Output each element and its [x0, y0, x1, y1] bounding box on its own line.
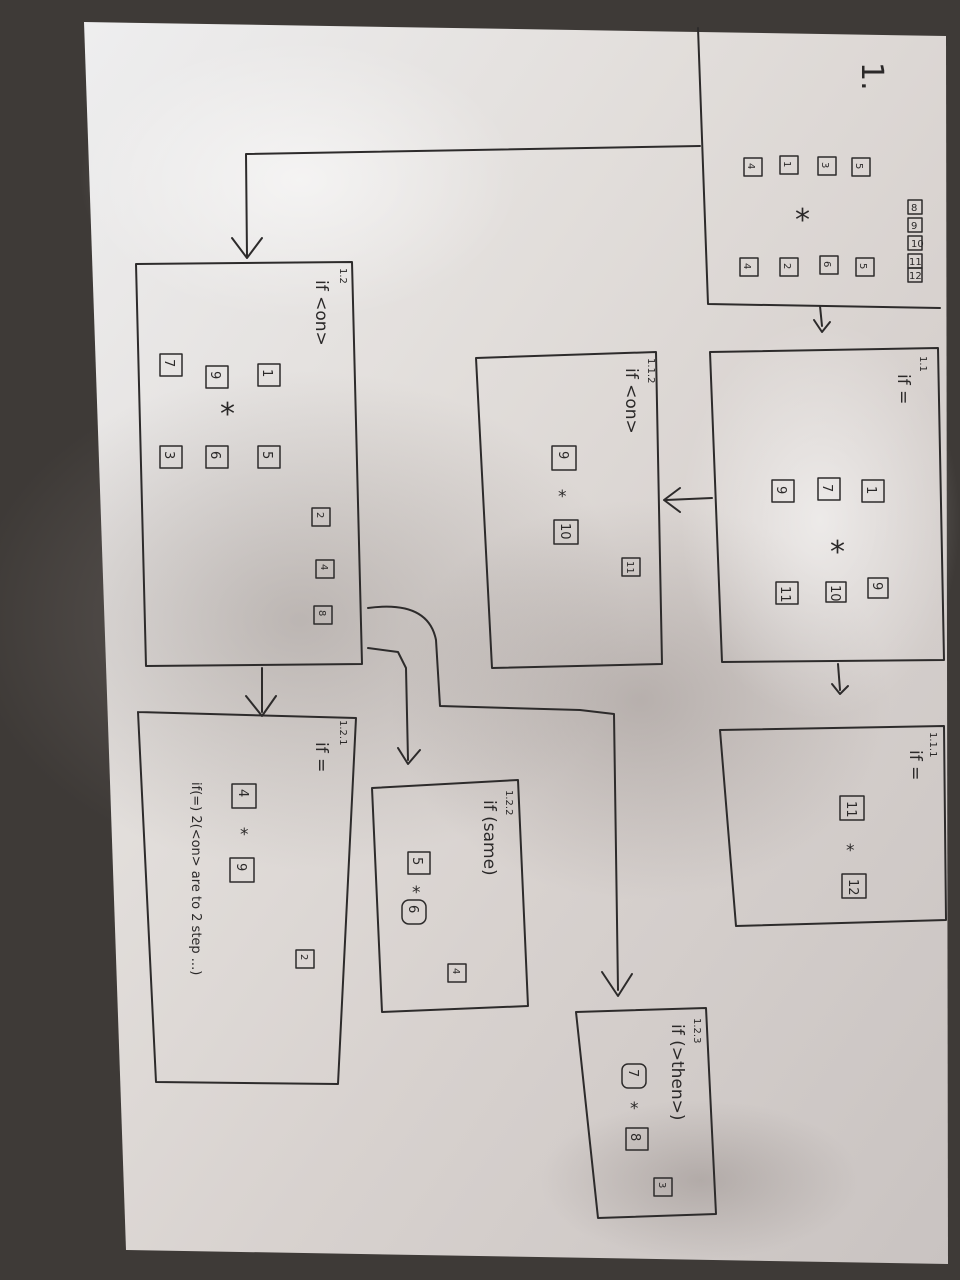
s123-tile-0: 7	[625, 1069, 640, 1077]
sheet-1-2-3: 1.2.3 if (>then>) 7 * 8 3	[575, 1007, 717, 1219]
s121-tile-0: 4	[235, 789, 250, 797]
root-tile-0: 4	[745, 163, 756, 169]
sheet-1-2-cond: if <on>	[311, 280, 331, 346]
sheet-1-1-2: 1.1.2 if <on> 9 * 10 11	[475, 351, 663, 669]
s122-tile-0: 5	[409, 857, 424, 865]
sheet-1-2: 1.2 if <on> 1 5 9 * 6 7 3 2 4 8	[135, 261, 363, 667]
s12-corner-1: 4	[318, 564, 329, 570]
s11-tile-1: 7	[819, 484, 834, 492]
s121-star: *	[240, 825, 249, 845]
arrow-root-to-1-1	[813, 305, 831, 333]
root-tile-5: 2	[781, 263, 792, 269]
sheet-1-2-3-cond: if (>then>)	[667, 1024, 687, 1121]
s123-corner: 3	[656, 1182, 667, 1188]
sheet-1-2-1-label: 1.2.1	[337, 720, 348, 745]
s111-tile-1: 12	[845, 879, 860, 896]
page-label: 1.	[854, 62, 889, 91]
s122-tile-1: 6	[405, 905, 420, 913]
s123-tile-1: 8	[627, 1133, 642, 1141]
sheet-1-1-cond: if =	[893, 374, 913, 404]
s12-tile-0: 1	[259, 369, 274, 377]
sheet-1-1-2-cond: if <on>	[621, 368, 641, 434]
s12-tile-2: 9	[207, 371, 222, 379]
sheet-1-1-1: 1.1.1 if = 11 * 12	[719, 725, 947, 927]
root-tile-7: 5	[857, 263, 868, 269]
root-star: *	[795, 203, 810, 238]
root-tiles-right: 4 2 6 5	[739, 255, 875, 277]
arrow-1-1-to-1-1-1	[831, 663, 849, 695]
s121-tile-1: 9	[233, 863, 248, 871]
s12-corner-2: 8	[316, 610, 327, 616]
sheet-1-1-label: 1.1	[917, 356, 928, 372]
sheet-1-2-1-cond: if =	[311, 742, 331, 772]
root-corner-0: 8	[911, 203, 917, 214]
s12-corner-0: 2	[314, 512, 325, 518]
sheet-1-1-2-label: 1.1.2	[645, 358, 656, 383]
arrow-1-2-to-1-2-3	[367, 605, 633, 997]
root-corner-tiles: 8 9 10 11 12	[907, 199, 924, 283]
s11-tile-5: 9	[869, 582, 884, 590]
root-tile-2: 3	[819, 162, 830, 168]
s12-tile-3: 6	[207, 451, 222, 459]
s12-tile-4: 7	[161, 359, 176, 367]
sheet-1-2-label: 1.2	[337, 268, 348, 284]
s112-tile-1: 10	[557, 523, 572, 540]
sheet-1-2-3-label: 1.2.3	[691, 1018, 702, 1043]
sheet-1-1-1-cond: if =	[905, 750, 925, 780]
root-corner-3: 11	[909, 257, 922, 268]
root-corner-4: 12	[909, 271, 922, 282]
s121-corner: 2	[298, 954, 309, 960]
s11-tile-4: 10	[827, 585, 842, 602]
sheet-1-2-1: 1.2.1 if = 4 * 9 2 if(=) 2(<on> are to 2…	[137, 711, 357, 1085]
root-sheet: 1. 4 1 3 5 * 4 2 6 5 8 9 10 11 12	[697, 27, 941, 309]
root-tile-1: 1	[781, 161, 792, 167]
paper-sheet	[0, 22, 960, 1264]
sheet-1-2-2: 1.2.2 if (same) 5 * 6 4	[371, 779, 529, 1013]
sheet-1-2-2-cond: if (same)	[479, 800, 499, 876]
arrow-1-2-to-1-2-2	[367, 647, 421, 765]
s11-tile-3: 11	[777, 586, 792, 603]
s12-tile-1: 5	[259, 451, 274, 459]
root-corner-2: 10	[911, 239, 924, 250]
s111-star: *	[846, 841, 855, 861]
sheet-1-1-1-label: 1.1.1	[927, 732, 938, 757]
root-tiles-left: 4 1 3 5	[743, 155, 871, 177]
sheet-1-2-2-label: 1.2.2	[503, 790, 514, 815]
arrow-1-1-to-1-1-2	[663, 487, 713, 513]
s11-tile-2: 1	[863, 486, 878, 494]
s112-tile-0: 9	[555, 451, 570, 459]
sheet-1-1: 1.1 if = 9 7 1 * 11 10 9	[709, 347, 945, 663]
s122-star: *	[412, 883, 421, 903]
root-tile-6: 6	[821, 261, 832, 267]
root-corner-1: 9	[911, 221, 917, 232]
s122-corner: 4	[450, 968, 461, 974]
s112-corner: 11	[624, 561, 635, 574]
s111-tile-0: 11	[843, 801, 858, 818]
s121-note: if(=) 2(<on> are to 2 step ...)	[188, 782, 203, 975]
s12-star: *	[220, 397, 235, 432]
s11-star: *	[830, 535, 845, 570]
s12-tile-5: 3	[161, 451, 176, 459]
s112-star: *	[558, 487, 567, 507]
root-tile-4: 4	[741, 263, 752, 269]
root-tile-3: 5	[853, 163, 864, 169]
arrow-root-to-1-2	[231, 145, 701, 259]
s123-star: *	[630, 1099, 639, 1119]
s11-tile-0: 9	[773, 486, 788, 494]
